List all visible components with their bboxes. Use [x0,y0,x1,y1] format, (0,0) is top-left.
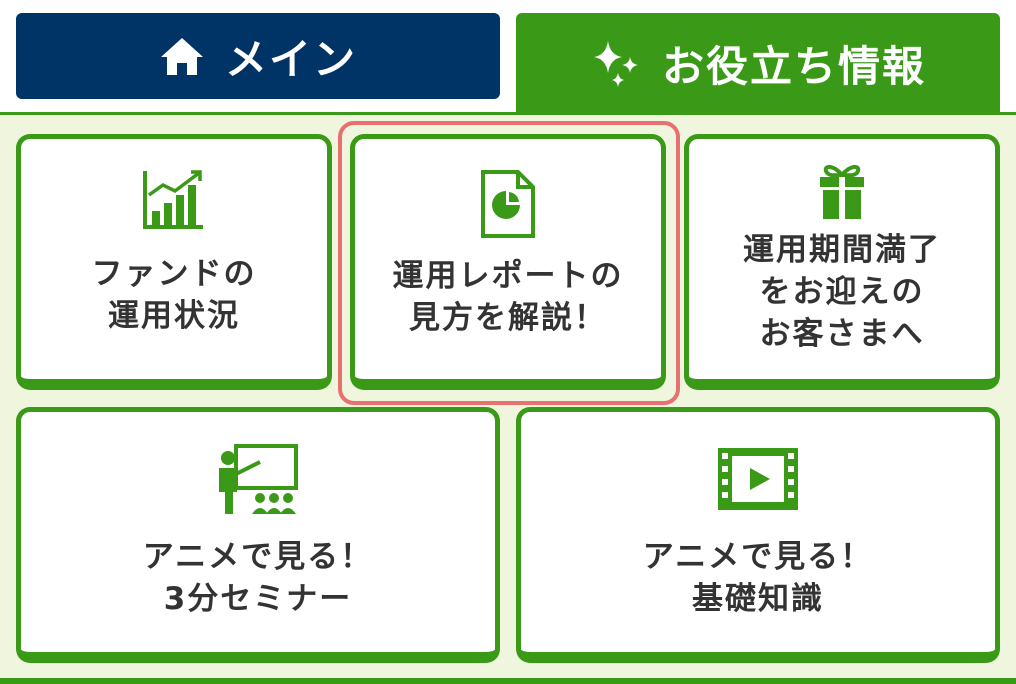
card-label: 運用レポートの 見方を解説！ [392,258,624,336]
card-anime-seminar[interactable]: アニメで見る！ 3分セミナー [16,407,500,663]
card-label: ファンドの 運用状況 [91,256,257,334]
selection-highlight [338,121,680,405]
tab-main-label: メイン [224,34,357,84]
panel-bottom-border [0,678,1016,684]
bar-chart-icon [141,169,207,231]
card-label: 運用期間満了 をお迎えの お客さまへ [743,232,941,352]
film-play-icon [716,446,800,512]
card-report-guide[interactable]: 運用レポートの 見方を解説！ [350,134,666,390]
card-label: アニメで見る！ 基礎知識 [642,539,874,617]
report-document-icon [480,169,536,239]
gift-icon [818,157,866,221]
home-icon [159,35,205,77]
sparkle-icon [590,37,642,89]
card-fund-status[interactable]: ファンドの 運用状況 [16,134,332,390]
card-label: アニメで見る！ 3分セミナー [142,539,374,617]
card-maturity-customers[interactable]: 運用期間満了 をお迎えの お客さまへ [684,134,1000,390]
tab-useful-info-label: お役立ち情報 [661,41,926,91]
presenter-icon [216,442,300,518]
tab-useful-info[interactable]: お役立ち情報 [516,13,1000,113]
tab-main[interactable]: メイン [16,13,500,99]
card-anime-basics[interactable]: アニメで見る！ 基礎知識 [516,407,1000,663]
